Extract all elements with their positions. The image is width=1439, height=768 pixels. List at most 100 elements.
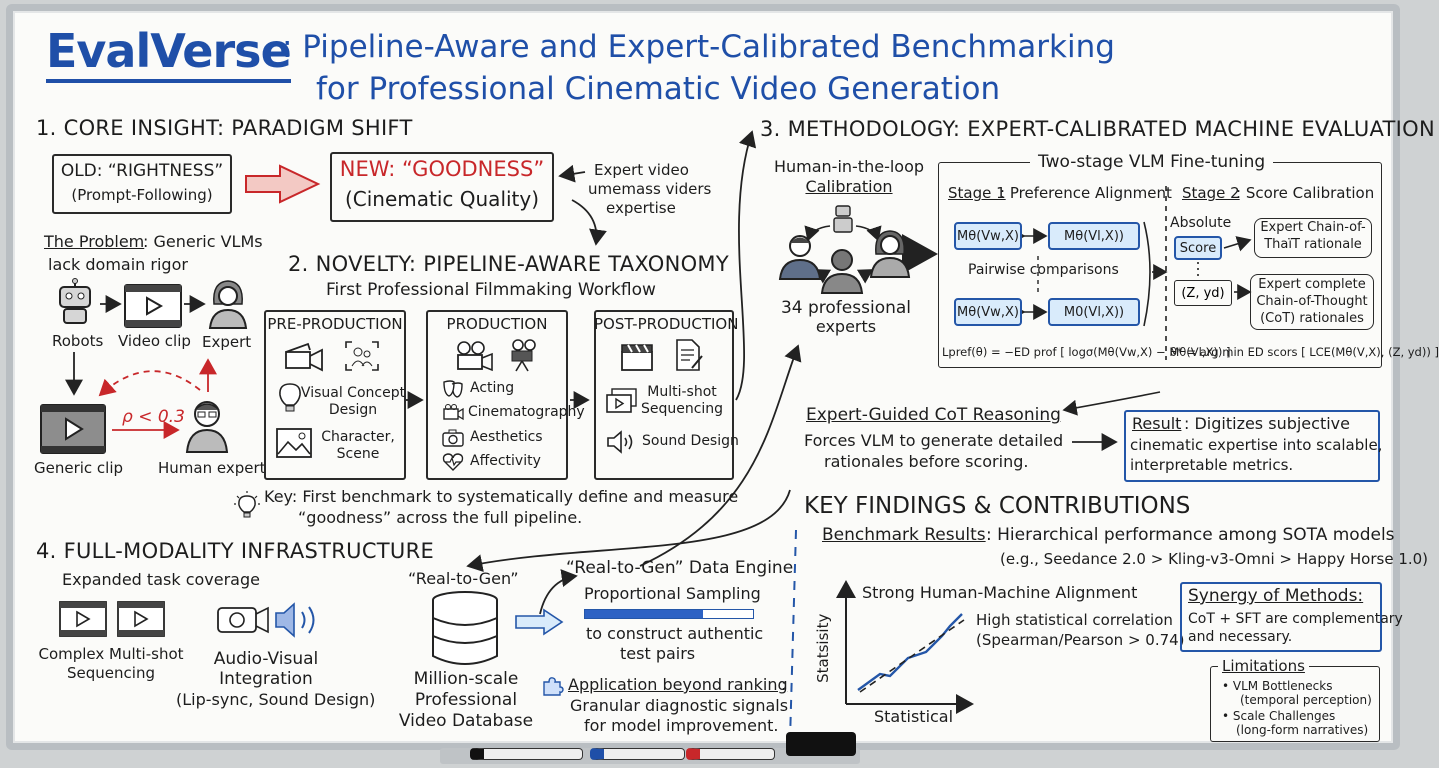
pre-item2-line2: Scene [336, 446, 380, 462]
av-line3: (Lip-sync, Sound Design) [176, 690, 376, 709]
corr-line2: (Spearman/Pearson > 0.74) [976, 631, 1185, 649]
prod-item1: Acting [470, 380, 515, 396]
bench-text: : Hierarchical performance among SOTA mo… [986, 525, 1395, 545]
zy-box: (Z, yd) [1174, 280, 1232, 306]
expert-woman-icon [869, 230, 911, 278]
black-marker[interactable] [470, 748, 583, 760]
rho-label: ρ < 0.3 [122, 407, 185, 427]
stage2-label: Stage 2 [1182, 184, 1240, 202]
red-marker[interactable] [686, 748, 775, 760]
limit-1-note: (temporal perception) [1240, 693, 1372, 707]
cot1-box [1254, 218, 1372, 258]
post-item1-line2: Sequencing [640, 401, 724, 417]
synergy-box [1180, 582, 1382, 652]
cot2-box [1250, 274, 1374, 330]
synergy-text2: and necessary. [1188, 629, 1293, 645]
av-line2: Integration [219, 669, 313, 689]
document-edit-icon [676, 339, 703, 371]
pre-item1-line1: Visual Concept [300, 385, 406, 401]
key-line1: Key: First benchmark to systematically d… [264, 487, 739, 506]
human-expert-label: Human expert [158, 459, 266, 477]
old-line2: (Prompt-Following) [71, 186, 213, 204]
movie-camera-icon [511, 339, 536, 372]
multishot-icon [606, 388, 637, 413]
correlation-fit-line [859, 619, 965, 693]
loss-score: θ* = arg min ED scors [ LCE(Mθ(V,X), (Z,… [1170, 345, 1439, 359]
robot-icon [59, 278, 91, 324]
stage1-label: Stage 1 [948, 184, 1006, 202]
findings-heading: KEY FINDINGS & CONTRIBUTIONS [804, 493, 1191, 519]
new-box [330, 152, 554, 222]
result-text2: cinematic expertise into scalable, [1130, 436, 1383, 454]
pairwise-label: Pairwise comparisons [968, 262, 1119, 278]
correlation-trend-line [857, 613, 963, 691]
old-line1: OLD: “RIGHTNESS” [60, 161, 224, 181]
hitl-line2: Calibration [805, 177, 893, 196]
expert-label: Expert [202, 333, 252, 351]
hitl-line1: Human-in-the-loop [773, 157, 925, 176]
absolute-label: Absolute [1170, 215, 1232, 231]
prod-title: PRODUCTION [446, 315, 548, 333]
problem-text: : Generic VLMs [143, 232, 263, 251]
prod-item3: Aesthetics [470, 429, 543, 445]
theater-masks-icon [443, 380, 463, 398]
db-line3: Video Database [398, 711, 534, 731]
new-to-taxonomy-arrow [571, 199, 607, 246]
cot2-line1: Expert complete [1258, 277, 1366, 292]
human-expert-icon [185, 401, 229, 453]
landscape-image-icon [276, 428, 312, 458]
loss-preference: Lpref(θ) = −ED prof [ logσ(Mθ(Vw,X) − Mθ… [942, 345, 1231, 359]
m-preferred-2: Mθ(Vw,X) [954, 298, 1022, 326]
clapper-camera-icon [285, 342, 323, 372]
score-box: Score [1174, 236, 1222, 260]
corr-line1: High statistical correlation [976, 611, 1173, 629]
experts-line2: experts [815, 317, 877, 336]
app-colon: : [781, 675, 787, 694]
expert-note-3: expertise [606, 199, 676, 217]
bench-example: (e.g., Seedance 2.0 > Kling-v3-Omni > Ha… [1000, 550, 1429, 568]
core-heading: 1. CORE INSIGHT: PARADIGM SHIFT [36, 116, 413, 140]
app-label: Application beyond ranking [568, 675, 788, 694]
production-box [426, 310, 568, 480]
generic-clip-label: Generic clip [34, 459, 124, 477]
expert-center-icon [820, 249, 864, 294]
chart-xlabel: Statistical [874, 707, 954, 726]
construct-line1: to construct authentic [586, 624, 764, 643]
eraser[interactable] [786, 732, 856, 756]
cot-label: Expert-Guided CoT Reasoning [806, 405, 1061, 425]
new-line2: (Cinematic Quality) [344, 187, 540, 211]
prod-item2: Cinematography [468, 404, 585, 420]
heartbeat-icon [442, 453, 464, 471]
complex-line2: Sequencing [67, 664, 155, 682]
limits-label: Limitations [1218, 658, 1309, 675]
title-line2: for Professional Cinematic Video Generat… [316, 71, 1001, 107]
audio-visual-icon [217, 602, 315, 638]
m-rejected-2: M0(Vl,X)) [1048, 298, 1140, 326]
result-label: Result [1132, 414, 1182, 433]
cot1-line1: Expert Chain-of- [1260, 220, 1366, 235]
multishot-film-icon [59, 601, 165, 637]
novelty-heading: 2. NOVELTY: PIPELINE-AWARE TAXONOMY [288, 252, 729, 276]
blue-marker[interactable] [590, 748, 685, 760]
limit-1: • VLM Bottlenecks [1222, 679, 1333, 693]
engine-arrow [515, 608, 564, 636]
photo-camera-icon [442, 429, 464, 447]
complex-line1: Complex Multi-shot [38, 645, 184, 663]
key-line2: “goodness” across the full pipeline. [298, 508, 583, 527]
camera-rig-icon [443, 404, 464, 421]
new-line1: NEW: “GOODNESS” [339, 157, 545, 181]
expanded-label: Expanded task coverage [62, 570, 260, 589]
bench-label: Benchmark Results [822, 525, 986, 545]
engine-label: “Real-to-Gen” Data Engine [566, 558, 794, 578]
post-item1-line1: Multi-shot [647, 384, 717, 400]
novelty-subheading: First Professional Filmmaking Workflow [326, 280, 656, 300]
pre-item2-line1: Character, [321, 429, 395, 445]
robot-small-icon [833, 205, 853, 233]
db-line1: Million-scale [413, 669, 519, 689]
old-box [52, 154, 232, 214]
storyboard-icon [345, 341, 379, 371]
database-icon [432, 591, 498, 665]
generic-clip-icon [40, 404, 106, 454]
puzzle-icon [543, 677, 564, 696]
chart-ylabel: Statsisity [813, 613, 832, 683]
